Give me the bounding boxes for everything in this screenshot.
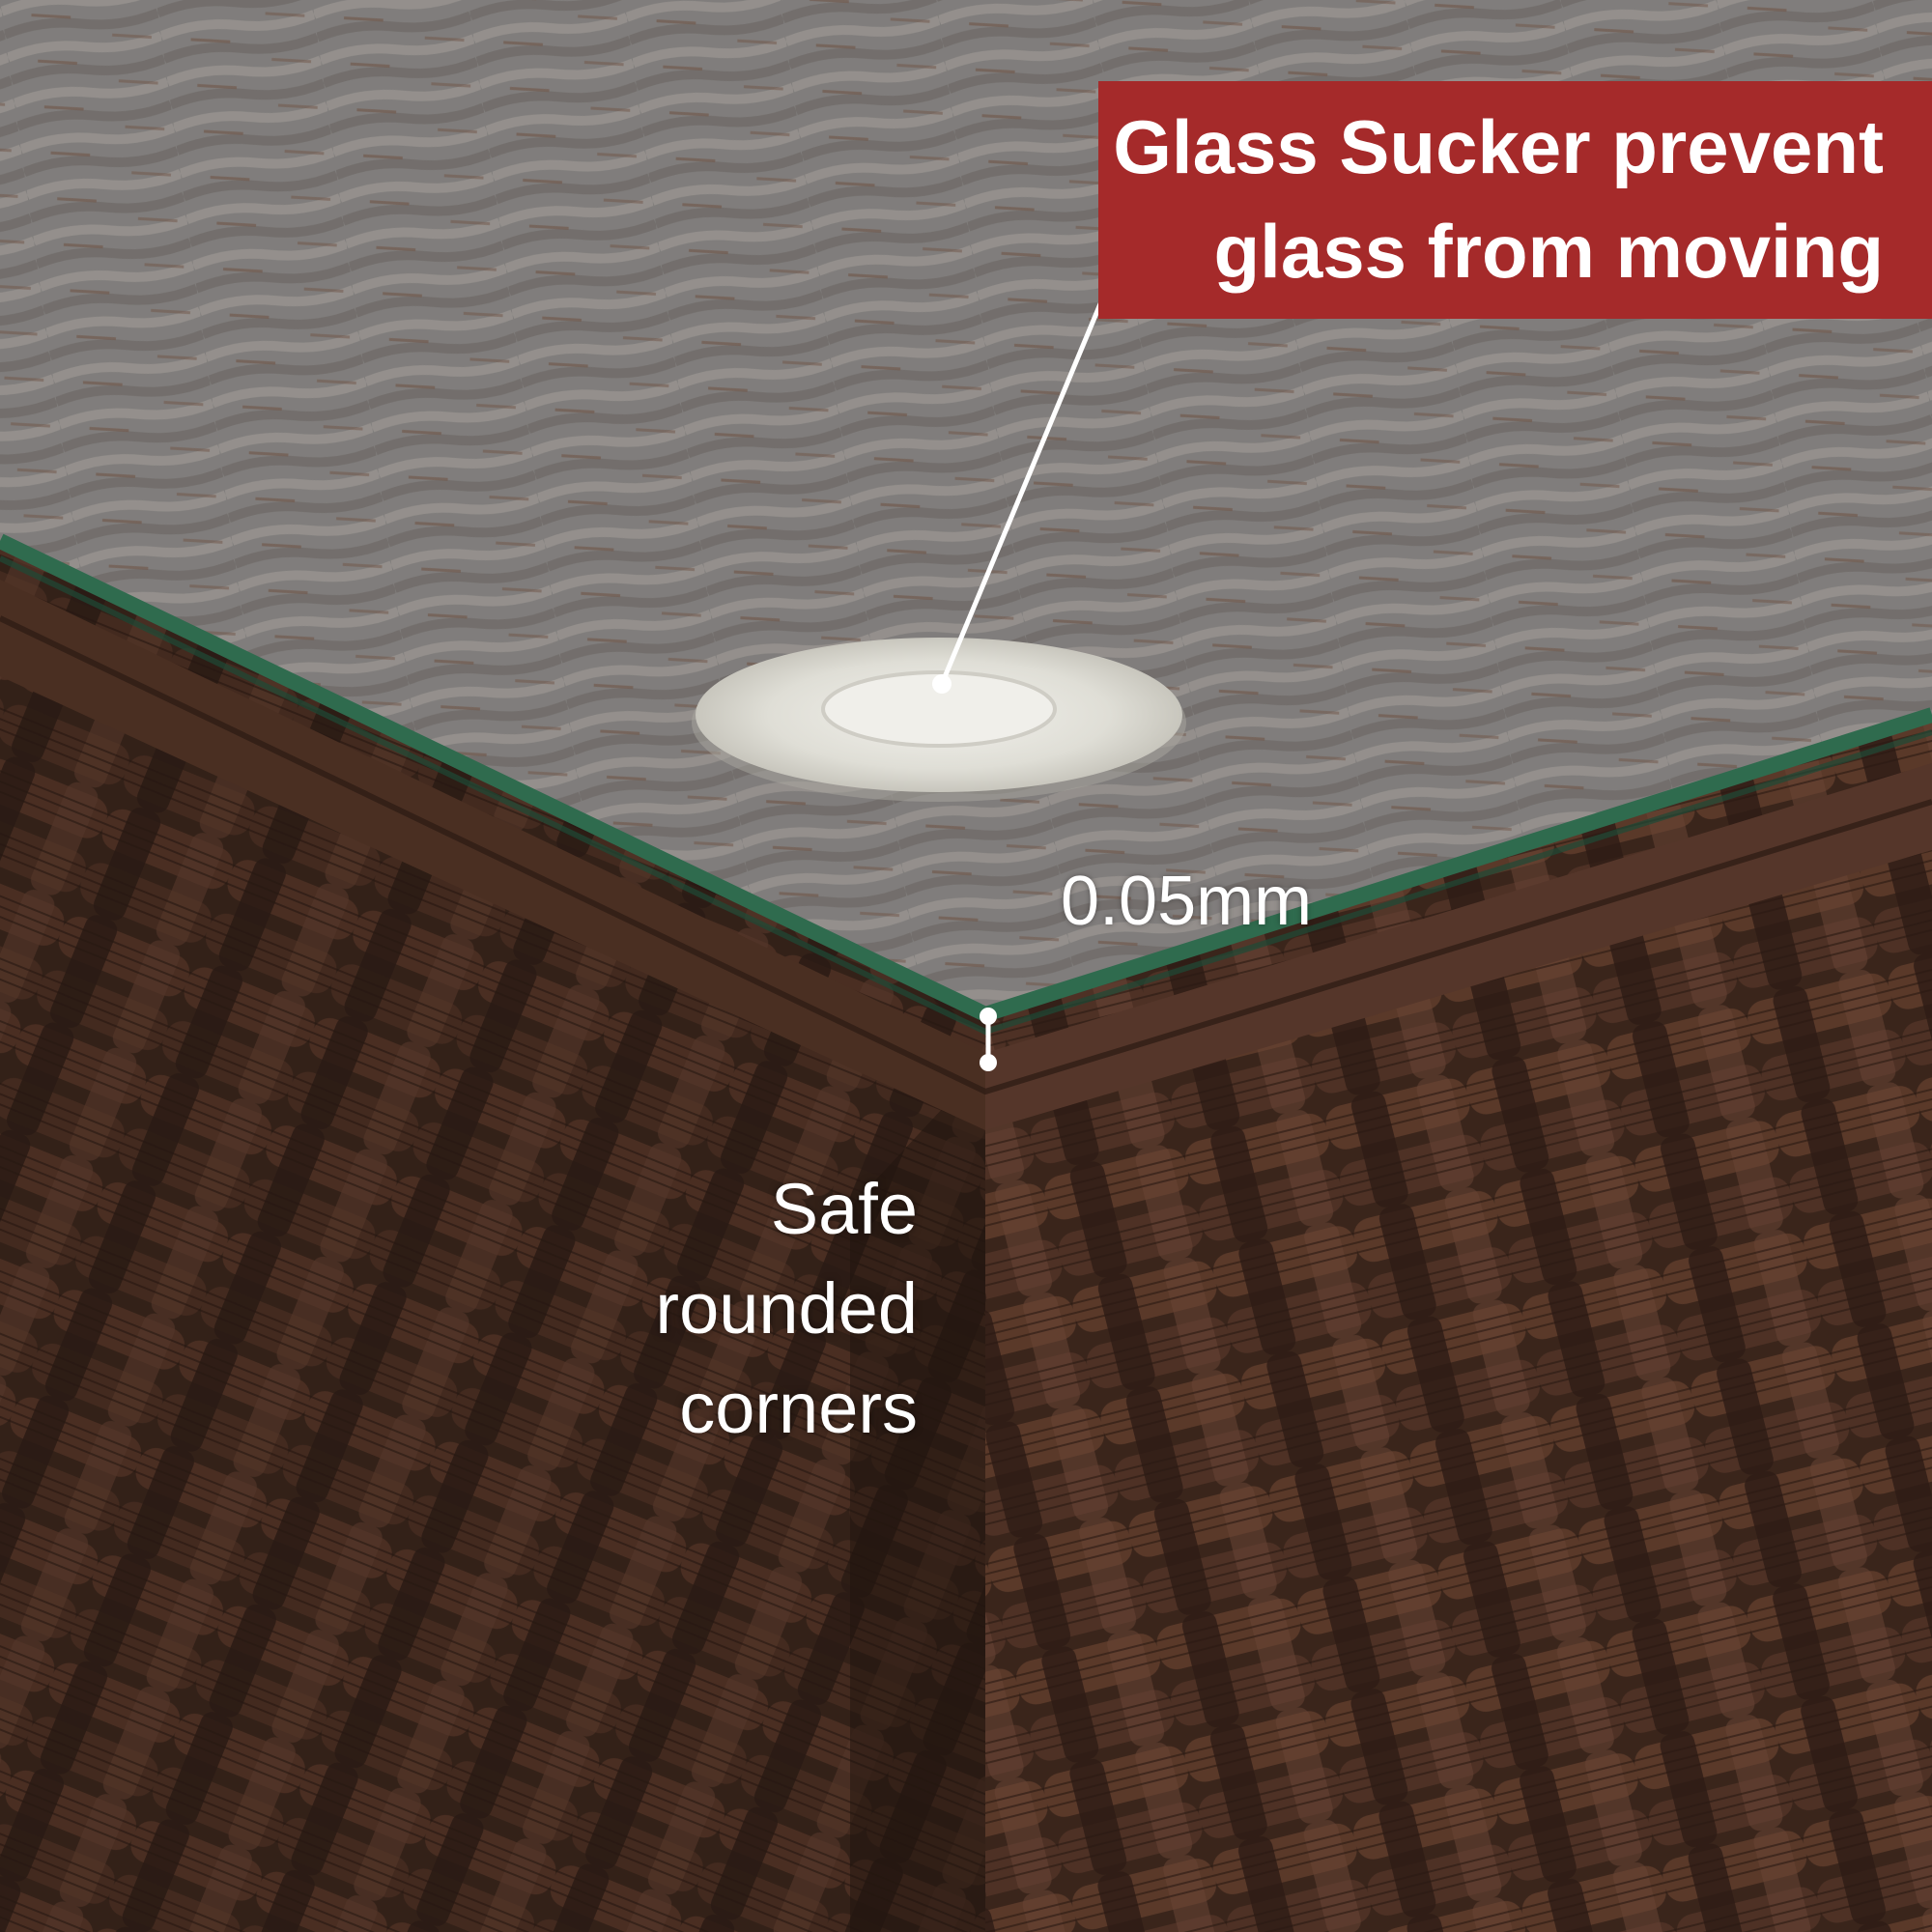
glass-thickness-label: 0.05mm [1061, 863, 1313, 940]
corner-label-line-3: corners [679, 1368, 918, 1448]
corner-label-line-1: Safe [770, 1169, 918, 1249]
rounded-corners-label: Safe rounded corners [618, 1159, 918, 1468]
sucker-pointer-dot [932, 674, 952, 694]
callout-line-1: Glass Sucker prevent [1113, 104, 1884, 189]
thickness-marker-bottom-dot [980, 1054, 997, 1071]
callout-line-2: glass from moving [1213, 209, 1884, 294]
glass-sucker-callout: Glass Sucker prevent glass from moving [1098, 81, 1932, 319]
corner-label-line-2: rounded [655, 1268, 918, 1349]
thickness-marker-top-dot [980, 1008, 997, 1025]
